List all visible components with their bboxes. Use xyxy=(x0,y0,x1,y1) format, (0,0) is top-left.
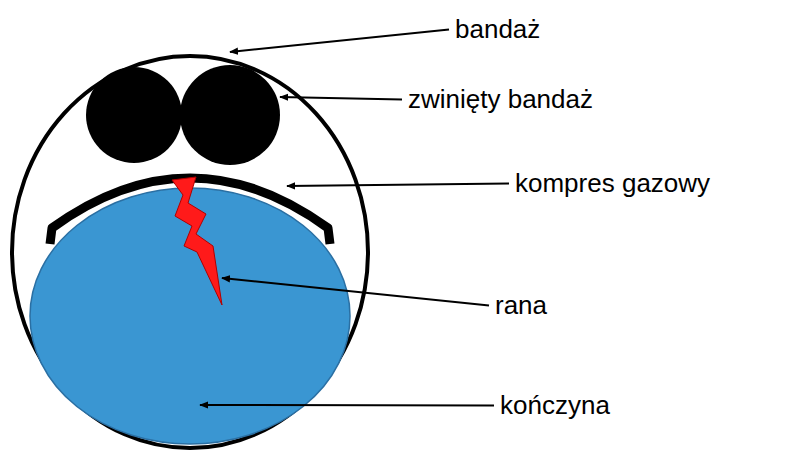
part-label: kończyna xyxy=(500,390,610,421)
leader-line xyxy=(230,30,449,52)
leader-line xyxy=(287,184,509,186)
bandage-outline xyxy=(12,56,368,448)
part-label: zwinięty bandaż xyxy=(408,84,593,115)
wound-mark xyxy=(172,177,222,305)
part-label: bandaż xyxy=(455,14,540,45)
part-label: kompres gazowy xyxy=(515,168,710,199)
rolled-bandage xyxy=(86,67,182,163)
leader-line xyxy=(280,97,402,100)
part-label: rana xyxy=(495,290,547,321)
leader-line xyxy=(200,404,494,407)
leader-line xyxy=(222,278,489,306)
rolled-bandage xyxy=(180,65,280,165)
